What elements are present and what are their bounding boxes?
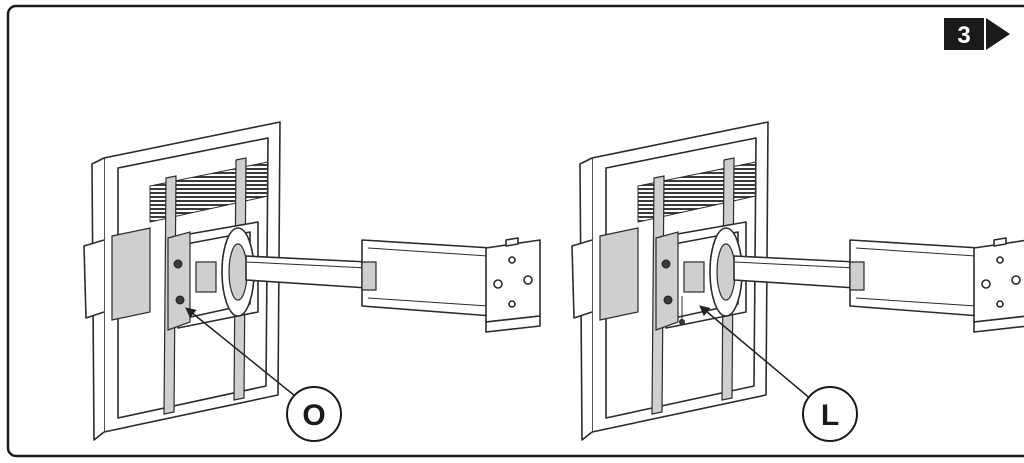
step-number: 3 <box>957 22 970 49</box>
callout-right: L <box>802 386 858 442</box>
callout-right-label: L <box>821 399 839 432</box>
diagram-border <box>6 4 1024 458</box>
callout-left-label: O <box>302 399 325 432</box>
callout-leader-left <box>185 307 301 401</box>
callout-leader-right <box>699 305 813 401</box>
step-badge: 3 <box>944 18 1010 50</box>
monitor-arm-assembly-right <box>571 121 1024 441</box>
callout-left: O <box>286 386 342 442</box>
